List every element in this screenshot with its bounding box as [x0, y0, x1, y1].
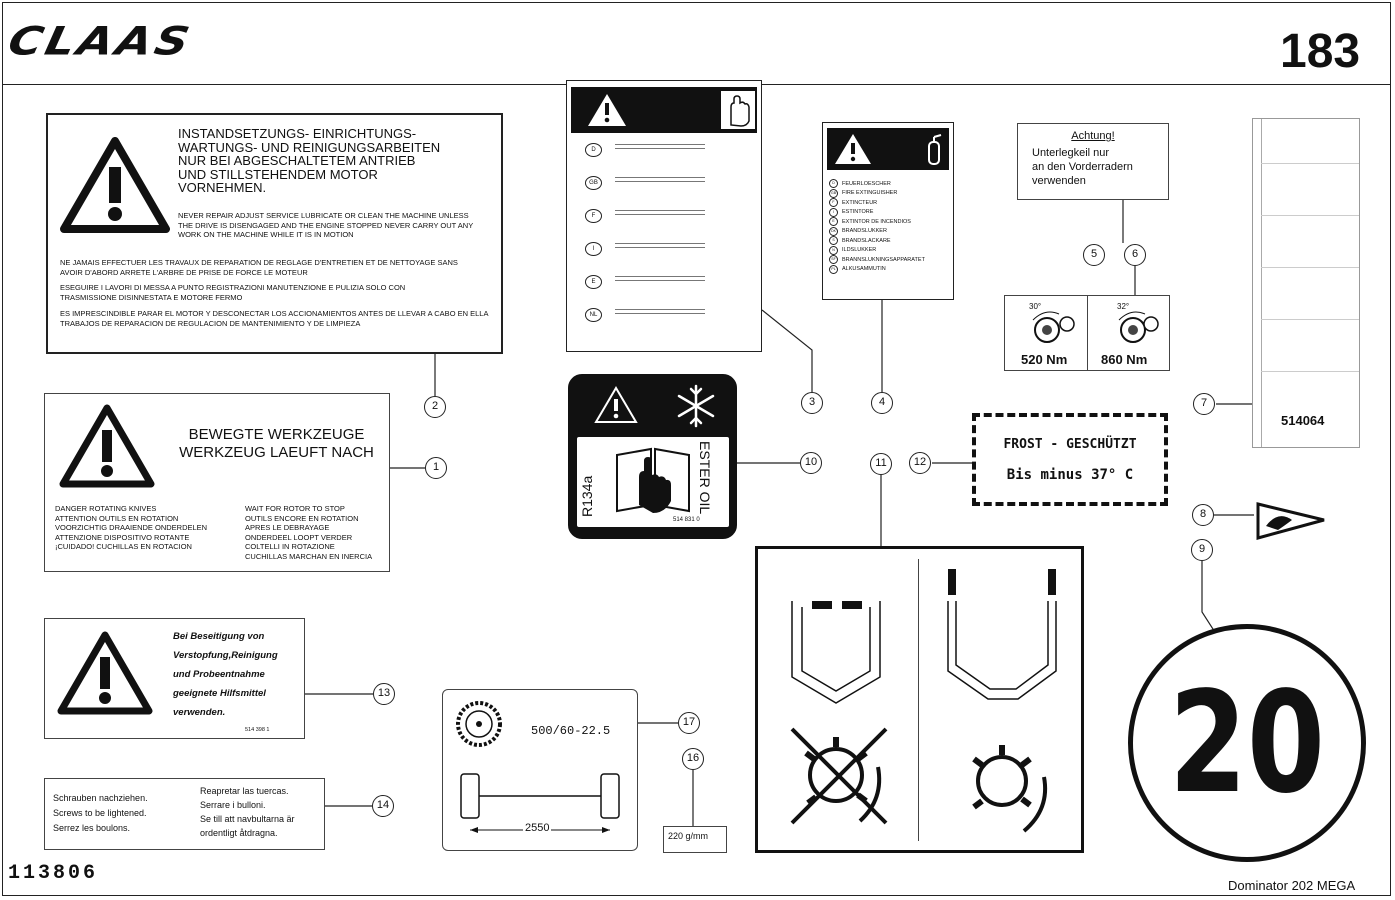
label-2-text-es: ES IMPRESCINDIBLE PARAR EL MOTOR Y DESCO… [60, 309, 489, 328]
callout-13: 13 [373, 683, 395, 705]
wheel-nut-right-icon [1118, 311, 1159, 343]
label-2-text-en: NEVER REPAIR ADJUST SERVICE LUBRICATE OR… [178, 211, 474, 239]
warning-triangle-icon [60, 137, 170, 233]
tire-pressure-value: 220 g/mm [668, 831, 709, 841]
callout-8: 8 [1192, 504, 1214, 526]
callout-14: 14 [372, 795, 394, 817]
callout-16: 16 [682, 748, 704, 770]
label-2-text-fr: NE JAMAIS EFFECTUER LES TRAVAUX DE REPAR… [60, 258, 458, 277]
torque-left-value: 520 Nm [1021, 352, 1068, 367]
label-14-right-text: Reapretar las tuercas.Serrare i bulloni.… [200, 786, 295, 838]
warning-triangle-icon [835, 134, 871, 164]
warning-triangle-icon [59, 404, 155, 488]
callout-7: 7 [1193, 393, 1215, 415]
callout-17: 17 [678, 712, 700, 734]
label-11-grain-tank [755, 546, 1084, 853]
frost-line-2: Bis minus 37° C [1006, 467, 1134, 483]
callout-1: 1 [425, 457, 447, 479]
label-9-speed-sign: 20 [1128, 624, 1366, 862]
page-number: 183 [1280, 25, 1361, 78]
label-6-wheel-torque: 30° 520 Nm 32° 860 Nm [1004, 295, 1170, 371]
label-2-maintenance-warning: INSTANDSETZUNGS- EINRICHTUNGS-WARTUNGS- … [46, 113, 503, 354]
callout-5: 5 [1083, 244, 1105, 266]
label-10-code: 514 831 0 [673, 517, 700, 523]
frost-line-1: FROST - GESCHÜTZT [1003, 437, 1137, 452]
fire-extinguisher-icon [928, 134, 942, 165]
label-13-code: 514 398 1 [245, 727, 270, 733]
speed-value: 20 [1169, 662, 1325, 825]
track-width: 2550 [523, 822, 552, 834]
label-7-strip-label: 514064 [1252, 118, 1360, 448]
refrigerant-r134a: R134a [579, 475, 595, 517]
wheel-nut-left-icon [1032, 311, 1075, 343]
label-7-code: 514064 [1281, 413, 1325, 428]
slow-moving-vehicle-icon [1256, 502, 1325, 540]
ester-oil-text: ESTER OIL [697, 441, 713, 515]
label-4-header [827, 128, 949, 170]
torque-right-angle: 32° [1117, 302, 1130, 311]
label-10-body: R134a ESTER OIL 514 831 0 [577, 437, 729, 527]
hand-icon [721, 91, 755, 129]
label-17-tire-track: 500/60-22.5 2550 [442, 689, 638, 851]
label-3-read-manual: D GB F I E NL [566, 80, 762, 352]
rotor-crossed-icon [790, 727, 888, 825]
document-id: 113806 [8, 862, 99, 885]
snowflake-icon [677, 384, 715, 428]
manual-hand-icon [616, 447, 690, 513]
callout-12: 12 [909, 452, 931, 474]
callout-6: 6 [1124, 244, 1146, 266]
callout-9: 9 [1191, 539, 1213, 561]
callout-2: 2 [424, 396, 446, 418]
label-3-language-list: D GB F I E NL [575, 143, 755, 341]
label-2-title: INSTANDSETZUNGS- EINRICHTUNGS-WARTUNGS- … [178, 126, 441, 195]
tank-open-icon [791, 601, 881, 704]
callout-3: 3 [801, 392, 823, 414]
tire-size: 500/60-22.5 [531, 724, 611, 738]
callout-10: 10 [800, 452, 822, 474]
label-14-left-text: Schrauben nachziehen.Screws to be lighte… [53, 793, 148, 833]
callout-11: 11 [870, 453, 892, 475]
label-5-title: Achtung! [1071, 130, 1115, 142]
callout-4: 4 [871, 392, 893, 414]
label-12-frost-protected: FROST - GESCHÜTZT Bis minus 37° C [972, 413, 1168, 506]
rotor-icon [972, 745, 1047, 833]
torque-left-angle: 30° [1029, 302, 1042, 311]
tire-icon [456, 701, 502, 747]
label-2-text-it: ESEGUIRE I LAVORI DI MESSA A PUNTO REGIS… [60, 283, 406, 302]
model-name: Dominator 202 MEGA [1228, 878, 1356, 893]
label-3-header [571, 87, 757, 133]
torque-right-value: 860 Nm [1101, 352, 1148, 367]
label-16-tire-pressure: 220 g/mm [663, 826, 727, 853]
label-14-tighten-screws: Schrauben nachziehen.Screws to be lighte… [44, 778, 325, 850]
warning-triangle-icon [594, 386, 638, 423]
warning-triangle-icon [588, 94, 626, 126]
label-10-ac-refrigerant: R134a ESTER OIL 514 831 0 [568, 374, 737, 539]
tank-closed-icon [947, 569, 1057, 700]
warning-triangle-icon [57, 631, 153, 715]
